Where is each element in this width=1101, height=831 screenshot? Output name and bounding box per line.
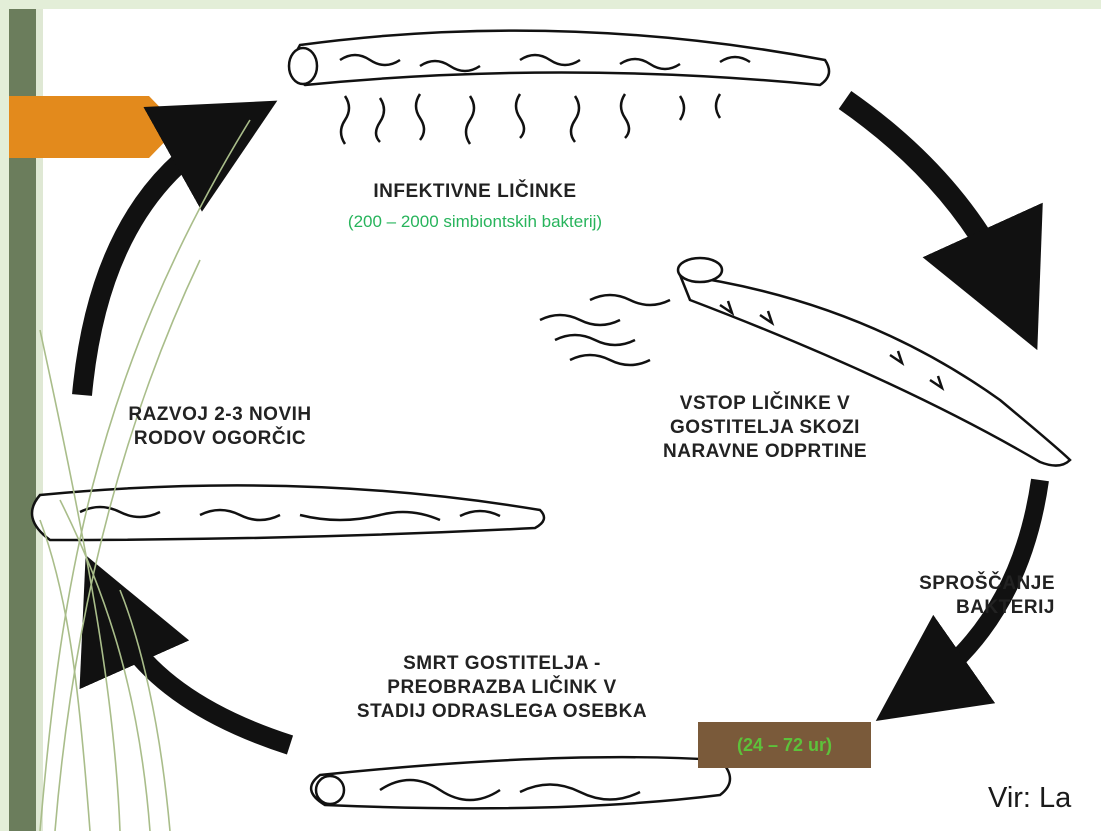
label-reproduction: RAZVOJ 2-3 NOVIH RODOV OGORČIC — [60, 403, 380, 451]
label-larva-entry: VSTOP LIČINKE V GOSTITELJA SKOZI NARAVNE… — [560, 392, 970, 464]
larva-top — [289, 31, 829, 144]
label-host-death: SMRT GOSTITELJA - PREOBRAZBA LIČINK V ST… — [272, 652, 732, 724]
label-bacteria-count: (200 – 2000 simbiontskih bakterij) — [275, 212, 675, 232]
label-bacteria-release: SPROŠČANJE BAKTERIJ — [780, 572, 1055, 620]
larva-reproduction — [32, 485, 544, 540]
cycle-arrow-3 — [110, 610, 290, 745]
cycle-arrow-4 — [82, 130, 225, 395]
cycle-arrow-1 — [845, 100, 1010, 290]
source-citation: Vir: La — [988, 780, 1071, 816]
label-infective-larvae: INFEKTIVNE LIČINKE — [315, 180, 635, 204]
larva-bottom — [311, 757, 730, 808]
time-badge: (24 – 72 ur) — [698, 722, 871, 768]
